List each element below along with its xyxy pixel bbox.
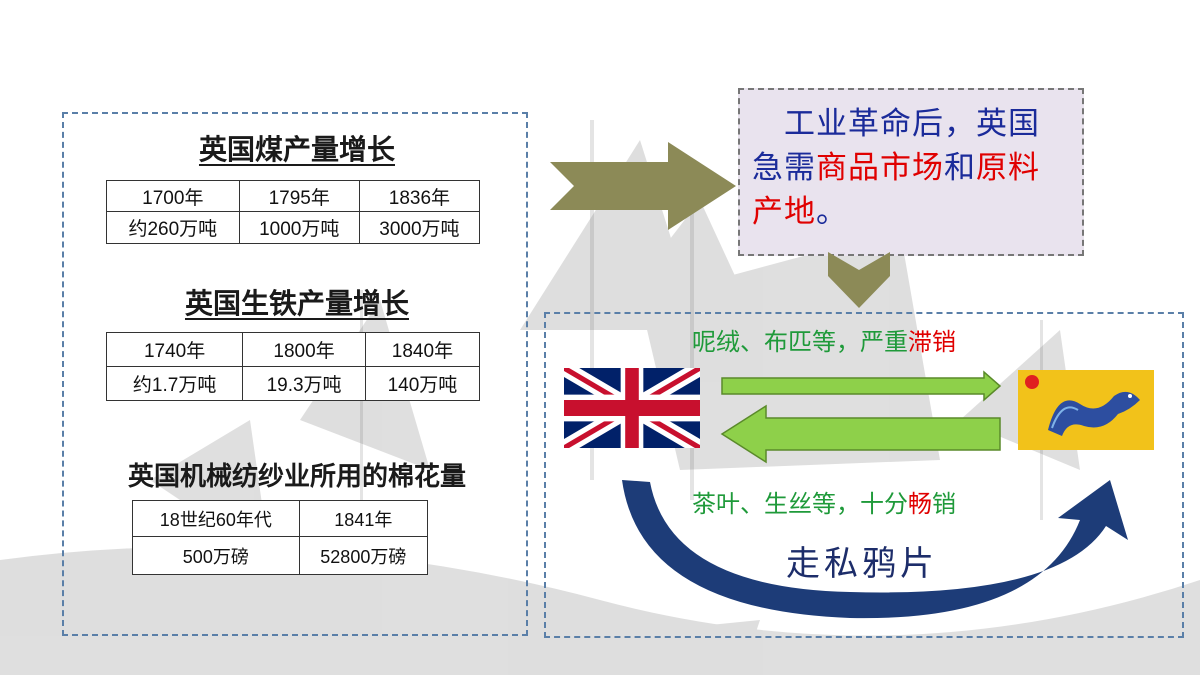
import-highlight-green: 销 — [932, 490, 956, 518]
opium-smuggling-arc-arrow — [622, 480, 1128, 619]
coal-value-2: 1000万吨 — [238, 211, 360, 244]
import-text: 茶叶、生丝等，十分畅销 — [692, 490, 956, 518]
coal-value-1: 约260万吨 — [106, 211, 240, 244]
export-text: 呢绒、布匹等，严重滞销 — [692, 328, 956, 356]
export-highlight: 滞销 — [908, 328, 956, 356]
import-arrow-left-icon — [720, 404, 1001, 464]
iron-header-3: 1840年 — [364, 332, 481, 367]
import-highlight-red: 畅 — [908, 490, 932, 518]
conclusion-line-3: 产地。 — [752, 194, 848, 230]
trade-arrows — [720, 370, 1002, 464]
cotton-table: 18世纪60年代 1841年 500万磅 52800万磅 — [132, 500, 429, 575]
trade-panel — [544, 312, 1184, 638]
coal-header-1: 1700年 — [106, 180, 240, 212]
cotton-title: 英国机械纺纱业所用的棉花量 — [127, 462, 466, 492]
iron-title: 英国生铁产量增长 — [184, 287, 409, 320]
iron-value-2: 19.3万吨 — [242, 366, 366, 401]
iron-table: 1740年 1800年 1840年 约1.7万吨 19.3万吨 140万吨 — [105, 332, 481, 401]
coal-value-3: 3000万吨 — [358, 211, 481, 244]
opium-smuggling-label: 走私鸦片 — [786, 544, 938, 584]
coal-title: 英国煤产量增长 — [198, 133, 395, 166]
cotton-header-1: 18世纪60年代 — [132, 500, 300, 537]
arrow-down-icon — [828, 252, 890, 308]
qing-dragon-flag-icon — [1018, 370, 1154, 450]
iron-value-3: 140万吨 — [364, 366, 481, 401]
coal-header-3: 1836年 — [358, 180, 481, 212]
union-jack-flag-icon — [564, 368, 700, 448]
cotton-value-2: 52800万磅 — [298, 536, 429, 575]
iron-header-2: 1800年 — [242, 332, 366, 367]
export-arrow-right-icon — [721, 370, 1002, 402]
cotton-value-1: 500万磅 — [132, 536, 300, 575]
raw-material-highlight: 原料 — [976, 150, 1040, 186]
coal-header-2: 1795年 — [238, 180, 360, 212]
arrow-right-icon — [550, 142, 736, 230]
conclusion-line-2: 急需商品市场和原料 — [752, 150, 1040, 186]
coal-table: 1700年 1795年 1836年 约260万吨 1000万吨 3000万吨 — [106, 180, 481, 244]
conclusion-line-1: 工业革命后，英国 — [784, 106, 1040, 142]
statistics-panel: 英国煤产量增长 1700年 1795年 1836年 约260万吨 1000万吨 … — [62, 112, 528, 636]
iron-value-1: 约1.7万吨 — [105, 366, 244, 401]
iron-header-1: 1740年 — [105, 332, 244, 367]
cotton-header-2: 1841年 — [298, 500, 429, 537]
commodity-market-highlight: 商品市场 — [816, 150, 944, 186]
conclusion-box: 工业革命后，英国 急需商品市场和原料 产地。 — [738, 88, 1084, 256]
